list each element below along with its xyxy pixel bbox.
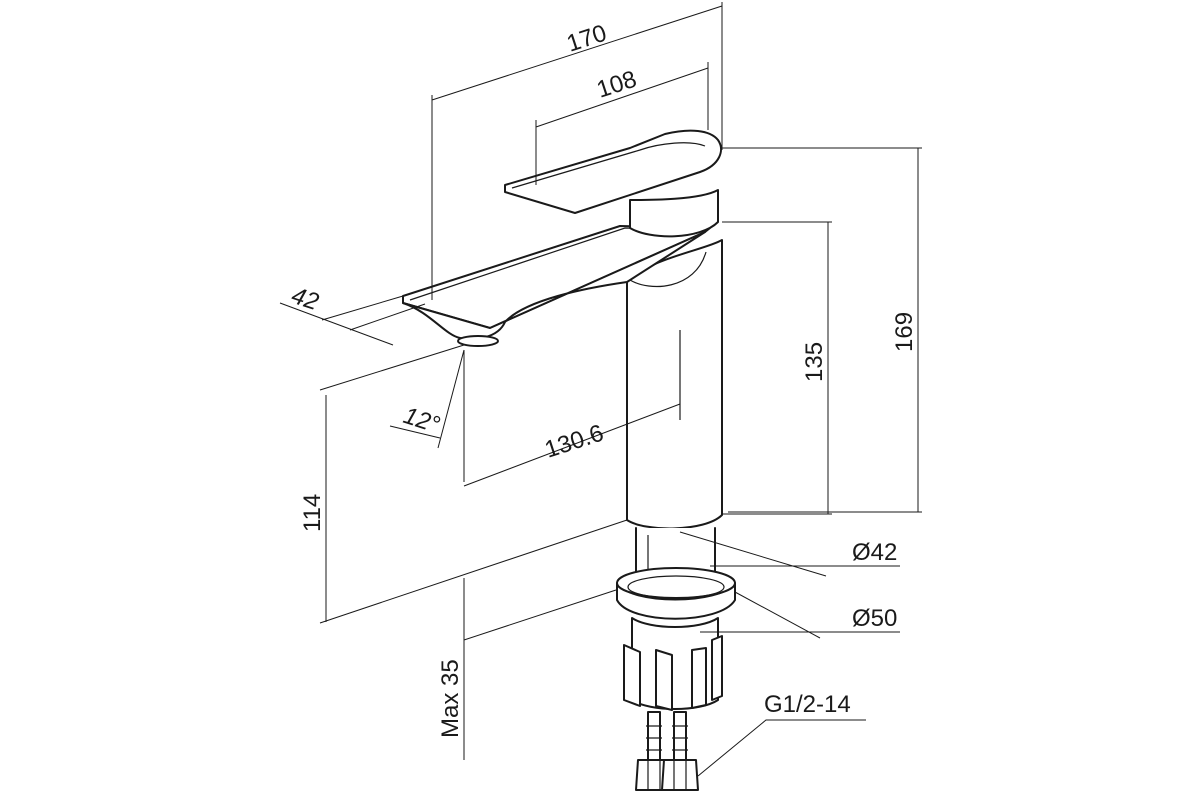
label-thread: G1/2-14 [764, 691, 851, 718]
dim-130-line [463, 330, 681, 487]
dim-135-line [722, 221, 832, 515]
dim-angle-line [389, 349, 465, 482]
label-diam50: Ø50 [852, 605, 897, 632]
nut-tab-1 [623, 644, 641, 707]
spout-underside [402, 231, 706, 341]
hose-left [647, 711, 661, 763]
base-flange [616, 582, 736, 620]
label-12deg: 12° [400, 402, 443, 439]
label-135: 135 [801, 342, 828, 382]
label-170: 170 [564, 20, 610, 58]
body-inner-curve [629, 251, 707, 288]
dimensions [279, 2, 922, 777]
dim-108-line [535, 62, 709, 185]
label-130-6: 130.6 [542, 419, 607, 463]
hose-rings-left [646, 725, 662, 751]
label-114: 114 [299, 494, 326, 532]
connector-nut-right [661, 759, 699, 791]
nut-tab-4 [711, 635, 723, 701]
label-169: 169 [891, 312, 918, 352]
hose-right [673, 711, 687, 763]
aerator [457, 335, 499, 347]
lever-top-edge [511, 142, 706, 189]
label-max35: Max 35 [437, 659, 464, 738]
dim-diam42-line [679, 531, 900, 577]
dim-169-line [722, 147, 922, 513]
connector-facets [647, 760, 687, 790]
label-diam42: Ø42 [852, 539, 897, 566]
base-flange-inner [627, 575, 725, 599]
base-flange-top [616, 567, 736, 599]
lever-handle [504, 129, 722, 214]
dim-42-line [279, 295, 426, 346]
hose-rings-right [672, 725, 688, 751]
dim-114-line [319, 344, 628, 624]
faucet [402, 129, 736, 791]
nut-tab-3 [691, 647, 707, 709]
dimension-labels: 170 108 42 12° 130.6 114 135 169 Ø42 Ø50… [288, 20, 918, 738]
nut-tab-2 [655, 649, 673, 711]
dim-thread-leader [697, 719, 866, 777]
dim-170-line [431, 2, 723, 300]
label-42: 42 [288, 282, 322, 316]
lever-neck [629, 189, 719, 238]
label-108: 108 [594, 66, 640, 104]
dim-max35-line [463, 578, 617, 760]
dim-diam50-line [700, 591, 900, 639]
